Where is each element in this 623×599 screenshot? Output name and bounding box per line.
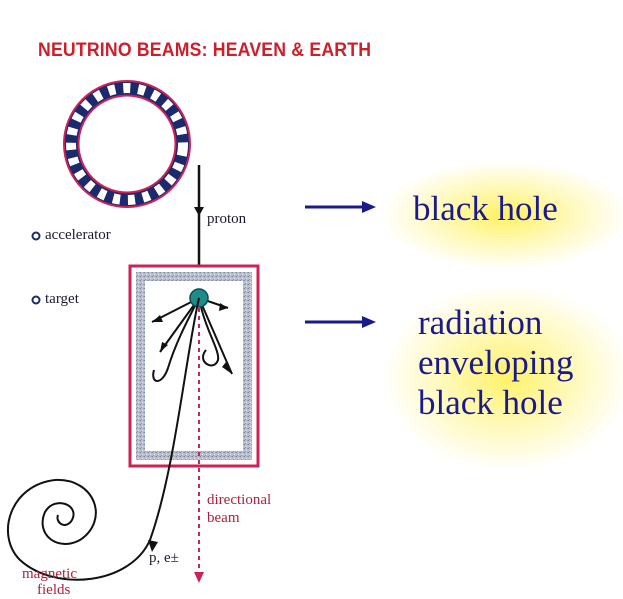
fields-label: fields xyxy=(37,582,71,598)
directional-label: directional xyxy=(207,492,272,508)
target-label: target xyxy=(45,291,79,307)
accelerator-ring xyxy=(63,80,191,208)
particles-label: p, e± xyxy=(149,550,179,566)
accelerator-bullet-icon xyxy=(31,231,41,241)
black-hole-text: black hole xyxy=(413,189,558,228)
particle-arrow-icon xyxy=(148,540,158,552)
scatter-arrowheads xyxy=(152,303,232,374)
black-hole-2-text: black hole xyxy=(418,383,563,422)
enveloping-text: enveloping xyxy=(418,343,574,382)
target-bullet-icon xyxy=(31,295,41,305)
radiation-text: radiation xyxy=(418,303,543,342)
proton-label: proton xyxy=(207,211,247,227)
magnetic-label: magnetic xyxy=(22,566,77,582)
proton-arrow-icon xyxy=(194,207,204,216)
beam-label: beam xyxy=(207,510,240,526)
page-title: NEUTRINO BEAMS: HEAVEN & EARTH xyxy=(38,40,372,61)
analogy-arrows xyxy=(305,201,376,328)
radiation-glow xyxy=(385,285,623,470)
black-hole-glow xyxy=(380,160,623,270)
magnetic-spiral xyxy=(6,297,200,581)
beam-arrow-icon xyxy=(194,572,204,583)
accelerator-label: accelerator xyxy=(45,227,111,243)
